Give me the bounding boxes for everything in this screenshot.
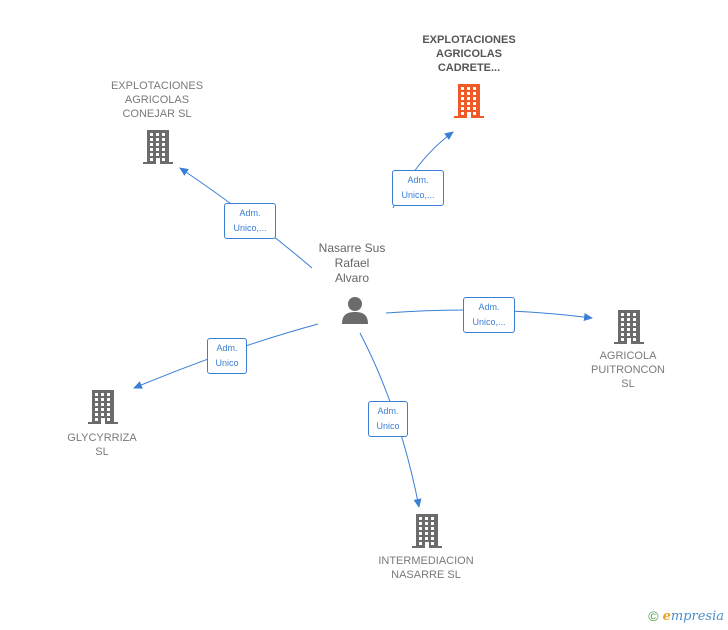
copyright-icon: © xyxy=(648,608,659,624)
company-name-intermediacion[interactable]: INTERMEDIACION NASARRE SL xyxy=(378,555,474,581)
footer-brand: © empresia xyxy=(648,608,724,624)
company-name-puitroncon[interactable]: AGRICOLA PUITRONCON SL xyxy=(591,350,665,390)
building-icon-glycyrriza[interactable] xyxy=(88,390,118,424)
company-name-conejar[interactable]: EXPLOTACIONES AGRICOLAS CONEJAR SL xyxy=(110,80,204,120)
center-person-name[interactable]: Nasarre Sus Rafael Alvaro xyxy=(318,241,386,285)
edge-label-glycyrriza[interactable]: Adm. Unico xyxy=(207,338,247,374)
edge-label-puitroncon[interactable]: Adm. Unico,... xyxy=(463,297,515,333)
building-icon-cadrete[interactable] xyxy=(454,84,484,118)
brand-logo: empresia xyxy=(662,608,724,624)
company-name-glycyrriza[interactable]: GLYCYRRIZA SL xyxy=(67,432,137,458)
building-icon-puitroncon[interactable] xyxy=(614,310,644,344)
company-name-cadrete[interactable]: EXPLOTACIONES AGRICOLAS CADRETE... xyxy=(422,34,516,74)
building-icon-conejar[interactable] xyxy=(143,130,173,164)
person-icon[interactable] xyxy=(340,295,370,325)
building-icon-intermediacion[interactable] xyxy=(412,514,442,548)
edge-label-cadrete[interactable]: Adm. Unico,... xyxy=(392,170,444,206)
edge-label-conejar[interactable]: Adm. Unico,... xyxy=(224,203,276,239)
edge-label-intermediacion[interactable]: Adm. Unico xyxy=(368,401,408,437)
